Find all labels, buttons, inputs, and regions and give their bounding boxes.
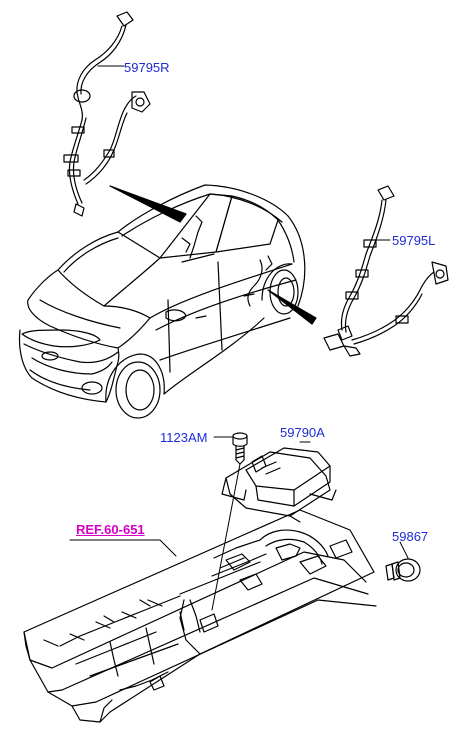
callout-59795l: 59795L [392, 233, 436, 248]
car-illustration [18, 184, 306, 419]
floor-panel [23, 509, 377, 723]
harness-59795r [63, 11, 151, 217]
leader-bolt-to-floor [211, 463, 241, 611]
bolt-1123am [232, 432, 248, 465]
callout-reference[interactable]: REF.60-651 [76, 522, 145, 537]
callout-59790a: 59790A [280, 425, 325, 440]
harness-59795l [323, 185, 449, 357]
pointer-wedge-rear [267, 289, 317, 325]
callout-59795r: 59795R [124, 60, 170, 75]
leader-ref [159, 539, 177, 557]
control-unit-59790a [221, 447, 337, 523]
plug-59867 [385, 558, 421, 582]
callout-59867: 59867 [392, 529, 429, 544]
callout-1123am: 1123AM [160, 430, 208, 445]
leader-59867 [399, 541, 409, 559]
pointer-wedge-roof [109, 185, 187, 223]
